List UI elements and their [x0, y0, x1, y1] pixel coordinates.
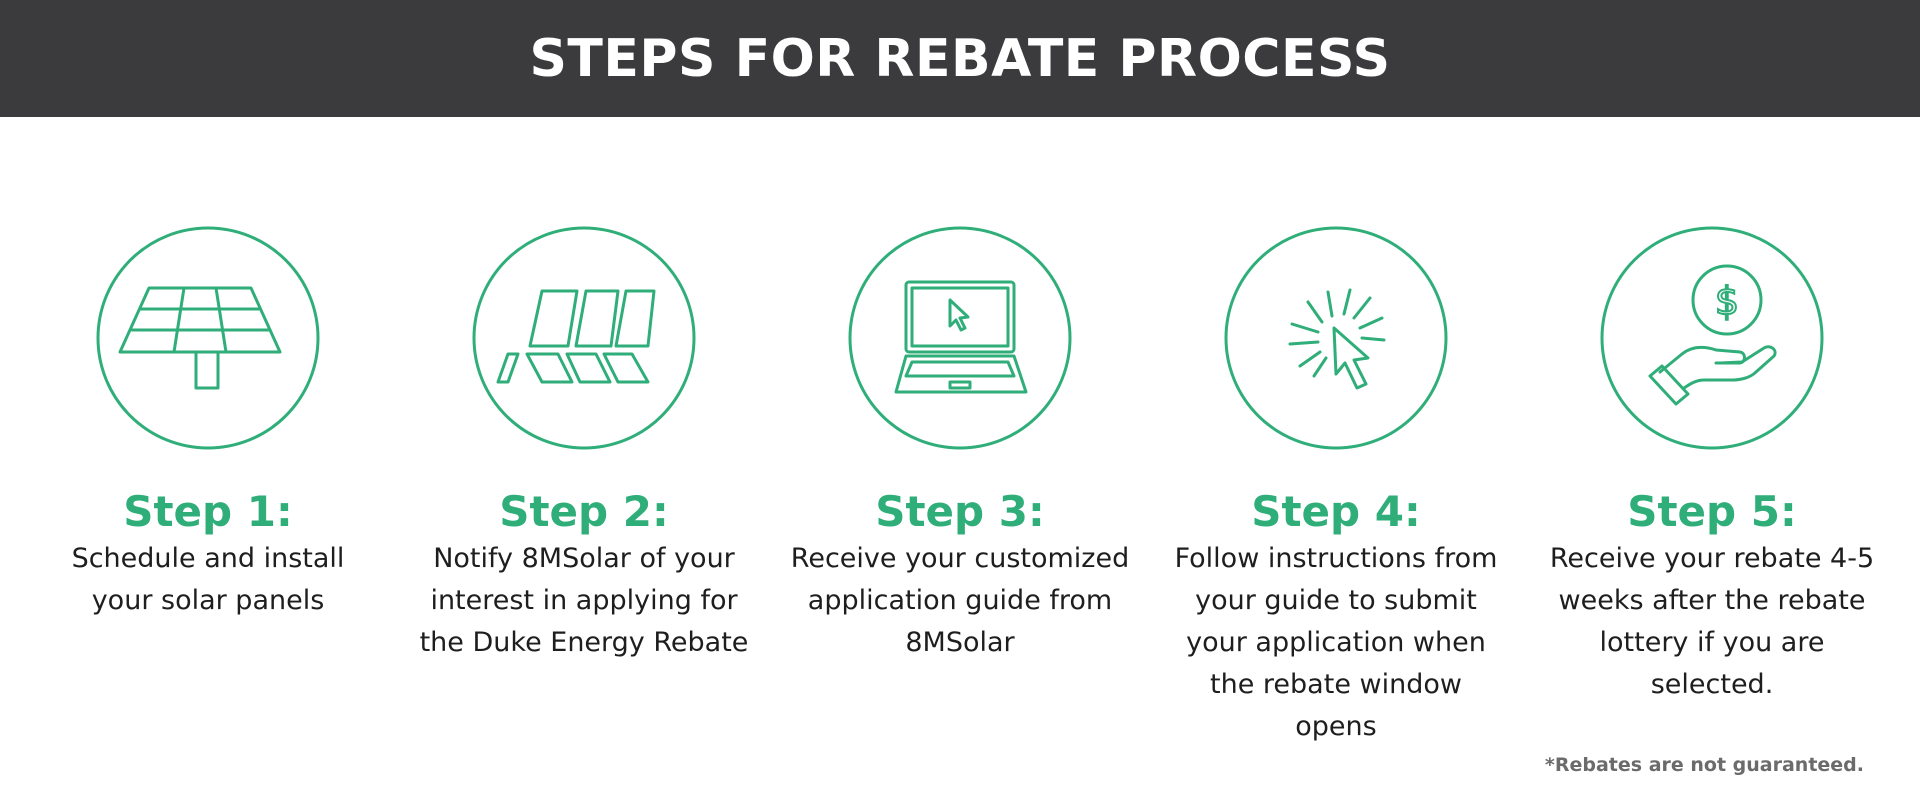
cursor-click-icon [1224, 226, 1448, 450]
step-description: Follow instructions from your guide to s… [1174, 543, 1498, 742]
page-title: STEPS FOR REBATE PROCESS [529, 28, 1391, 89]
disclaimer-footnote: *Rebates are not guaranteed. [1544, 754, 1864, 776]
step-2: Step 2: Notify 8MSolar of your interest … [396, 226, 772, 664]
step-description: Schedule and install your solar panels [71, 543, 345, 616]
step-3: Step 3: Receive your customized applicat… [772, 226, 1148, 664]
step-1: Step 1: Schedule and install your solar … [20, 226, 396, 622]
hand-dollar-icon: $ [1600, 226, 1824, 450]
step-description: Notify 8MSolar of your interest in apply… [419, 543, 749, 658]
solar-panel-icon [96, 226, 320, 450]
step-title: Step 5: [1627, 487, 1797, 536]
laptop-icon [848, 226, 1072, 450]
header-bar: STEPS FOR REBATE PROCESS [0, 0, 1920, 117]
step-title: Step 2: [499, 487, 669, 536]
step-title: Step 4: [1251, 487, 1421, 536]
step-title: Step 1: [123, 487, 293, 536]
step-4: Step 4: Follow instructions from your gu… [1148, 226, 1524, 748]
step-5: $ Step 5: Receive your rebate 4-5 weeks … [1524, 226, 1900, 706]
step-title: Step 3: [875, 487, 1045, 536]
step-description: Receive your customized application guid… [790, 543, 1130, 658]
solar-panels-rows-icon [472, 226, 696, 450]
step-description: Receive your rebate 4-5 weeks after the … [1549, 543, 1875, 700]
svg-text:$: $ [1715, 279, 1739, 323]
